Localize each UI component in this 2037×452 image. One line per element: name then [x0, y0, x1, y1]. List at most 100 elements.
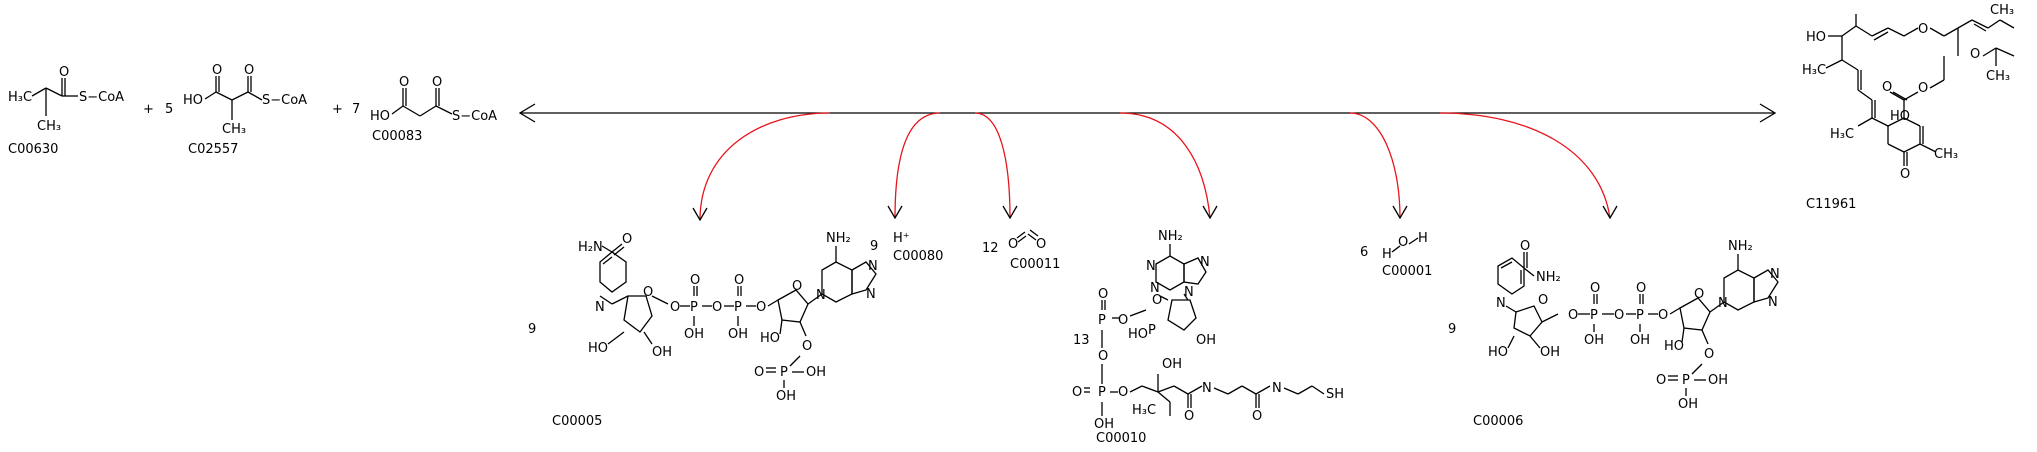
- arrow-stroke: [1349, 112, 1401, 219]
- arrow-stroke: [1759, 103, 1777, 123]
- compound-C00010: 13 NH₂ N N N N O O P O O P O OH O HO P O…: [1072, 229, 1344, 446]
- bond: [1029, 229, 1039, 237]
- bond: [599, 295, 613, 305]
- bond: [402, 105, 421, 117]
- arrow-stroke: [1602, 205, 1618, 220]
- atom-label: O: [1008, 237, 1018, 252]
- bond: [1311, 385, 1325, 395]
- bond: [1283, 387, 1299, 395]
- atom-label: O: [1882, 80, 1892, 95]
- coa-group: S−CoA: [262, 93, 307, 108]
- arrow-stroke: [518, 103, 536, 123]
- atom-label: OH: [728, 327, 748, 342]
- bond: [821, 261, 853, 303]
- atom-label: N: [1768, 295, 1778, 310]
- atom-label: O: [1072, 385, 1082, 400]
- atom-label: HO: [1890, 109, 1910, 124]
- atom-label: OH: [1540, 345, 1560, 360]
- atom-label: P: [1148, 323, 1156, 338]
- coefficient: 12: [982, 241, 999, 256]
- compound-id: C00630: [8, 142, 58, 157]
- atom-label: P: [1682, 373, 1690, 388]
- bond: [777, 289, 809, 323]
- bond: [1187, 385, 1203, 395]
- bond: [1857, 117, 1873, 127]
- bond: [1903, 27, 1919, 37]
- bond: [1841, 59, 1859, 71]
- bond: [247, 91, 263, 101]
- atom-label: OH: [806, 365, 826, 380]
- bond: [1903, 143, 1921, 153]
- atom-label: H₂N: [578, 240, 603, 255]
- bond: [1681, 327, 1685, 343]
- bond: [1887, 143, 1905, 153]
- bond: [789, 355, 801, 367]
- atom-label: OH: [1678, 397, 1698, 412]
- bond: [1159, 295, 1169, 301]
- bond: [1297, 385, 1313, 395]
- bond: [601, 245, 613, 253]
- atom-label: O: [643, 285, 653, 300]
- atom-label: P: [1098, 385, 1106, 400]
- atom-label: N: [1200, 255, 1210, 270]
- compound-id: C00083: [372, 129, 422, 144]
- bond: [1497, 257, 1525, 295]
- bond: [1753, 269, 1779, 303]
- bond: [611, 295, 629, 305]
- coefficient: 6: [1360, 245, 1368, 260]
- arrow-stroke: [1119, 112, 1211, 219]
- bond: [1903, 117, 1921, 127]
- bond: [31, 87, 47, 97]
- coefficient: 7: [352, 102, 360, 117]
- bond: [767, 299, 779, 307]
- bond: [613, 246, 625, 256]
- atom-label: CH₃: [222, 122, 246, 137]
- coefficient: 9: [1448, 322, 1456, 337]
- bond: [1971, 19, 1989, 29]
- atom-label: HO: [370, 109, 390, 124]
- atom-label: HO: [183, 93, 203, 108]
- atom-label: H: [1418, 231, 1428, 246]
- bond: [1529, 335, 1541, 349]
- atom-label: N: [1496, 296, 1506, 311]
- bond: [1255, 385, 1271, 395]
- atom-label: N: [1150, 281, 1160, 296]
- atom-label: OH: [684, 327, 704, 342]
- atom-label: O: [212, 63, 222, 78]
- atom-label: O: [1538, 293, 1548, 308]
- atom-label: N: [868, 259, 878, 274]
- atom-label: H₃C: [1802, 63, 1826, 78]
- atom-label: CH₃: [1934, 147, 1958, 162]
- bond: [1507, 335, 1515, 349]
- atom-label: HO: [1488, 345, 1508, 360]
- formula: H⁺: [893, 231, 910, 246]
- bond: [799, 321, 807, 337]
- atom-label: O: [1694, 287, 1704, 302]
- bond: [1825, 59, 1843, 69]
- coefficient: 5: [165, 102, 173, 117]
- bond: [1892, 91, 1908, 101]
- bond: [1873, 31, 1889, 41]
- plus-sign: +: [332, 102, 343, 117]
- coa-group: S−CoA: [452, 109, 497, 124]
- atom-label: CH₃: [1986, 69, 2010, 84]
- compound-C00630: H₃C CH₃ O S−CoA C00630: [8, 65, 124, 157]
- atom-label: O: [1636, 281, 1646, 296]
- bond: [1173, 385, 1189, 395]
- atom-label: N: [595, 300, 605, 315]
- atom-label: O: [712, 300, 722, 315]
- atom-label: O: [756, 300, 766, 315]
- compound-C00005: 9 H₂N O N O HO OH O P O OH O P O OH: [528, 231, 878, 429]
- atom-label: O: [1398, 235, 1408, 250]
- bond: [1929, 27, 1945, 37]
- atom-label: O: [1184, 409, 1194, 424]
- compound-id: C00011: [1010, 257, 1060, 272]
- bond: [1141, 385, 1159, 393]
- atom-label: H₃C: [1132, 403, 1156, 418]
- compound-id: C00005: [552, 414, 602, 429]
- bond: [1513, 305, 1543, 337]
- atom-label: O: [734, 273, 744, 288]
- bond: [807, 293, 823, 305]
- bond: [1887, 27, 1905, 37]
- bond: [1227, 385, 1243, 395]
